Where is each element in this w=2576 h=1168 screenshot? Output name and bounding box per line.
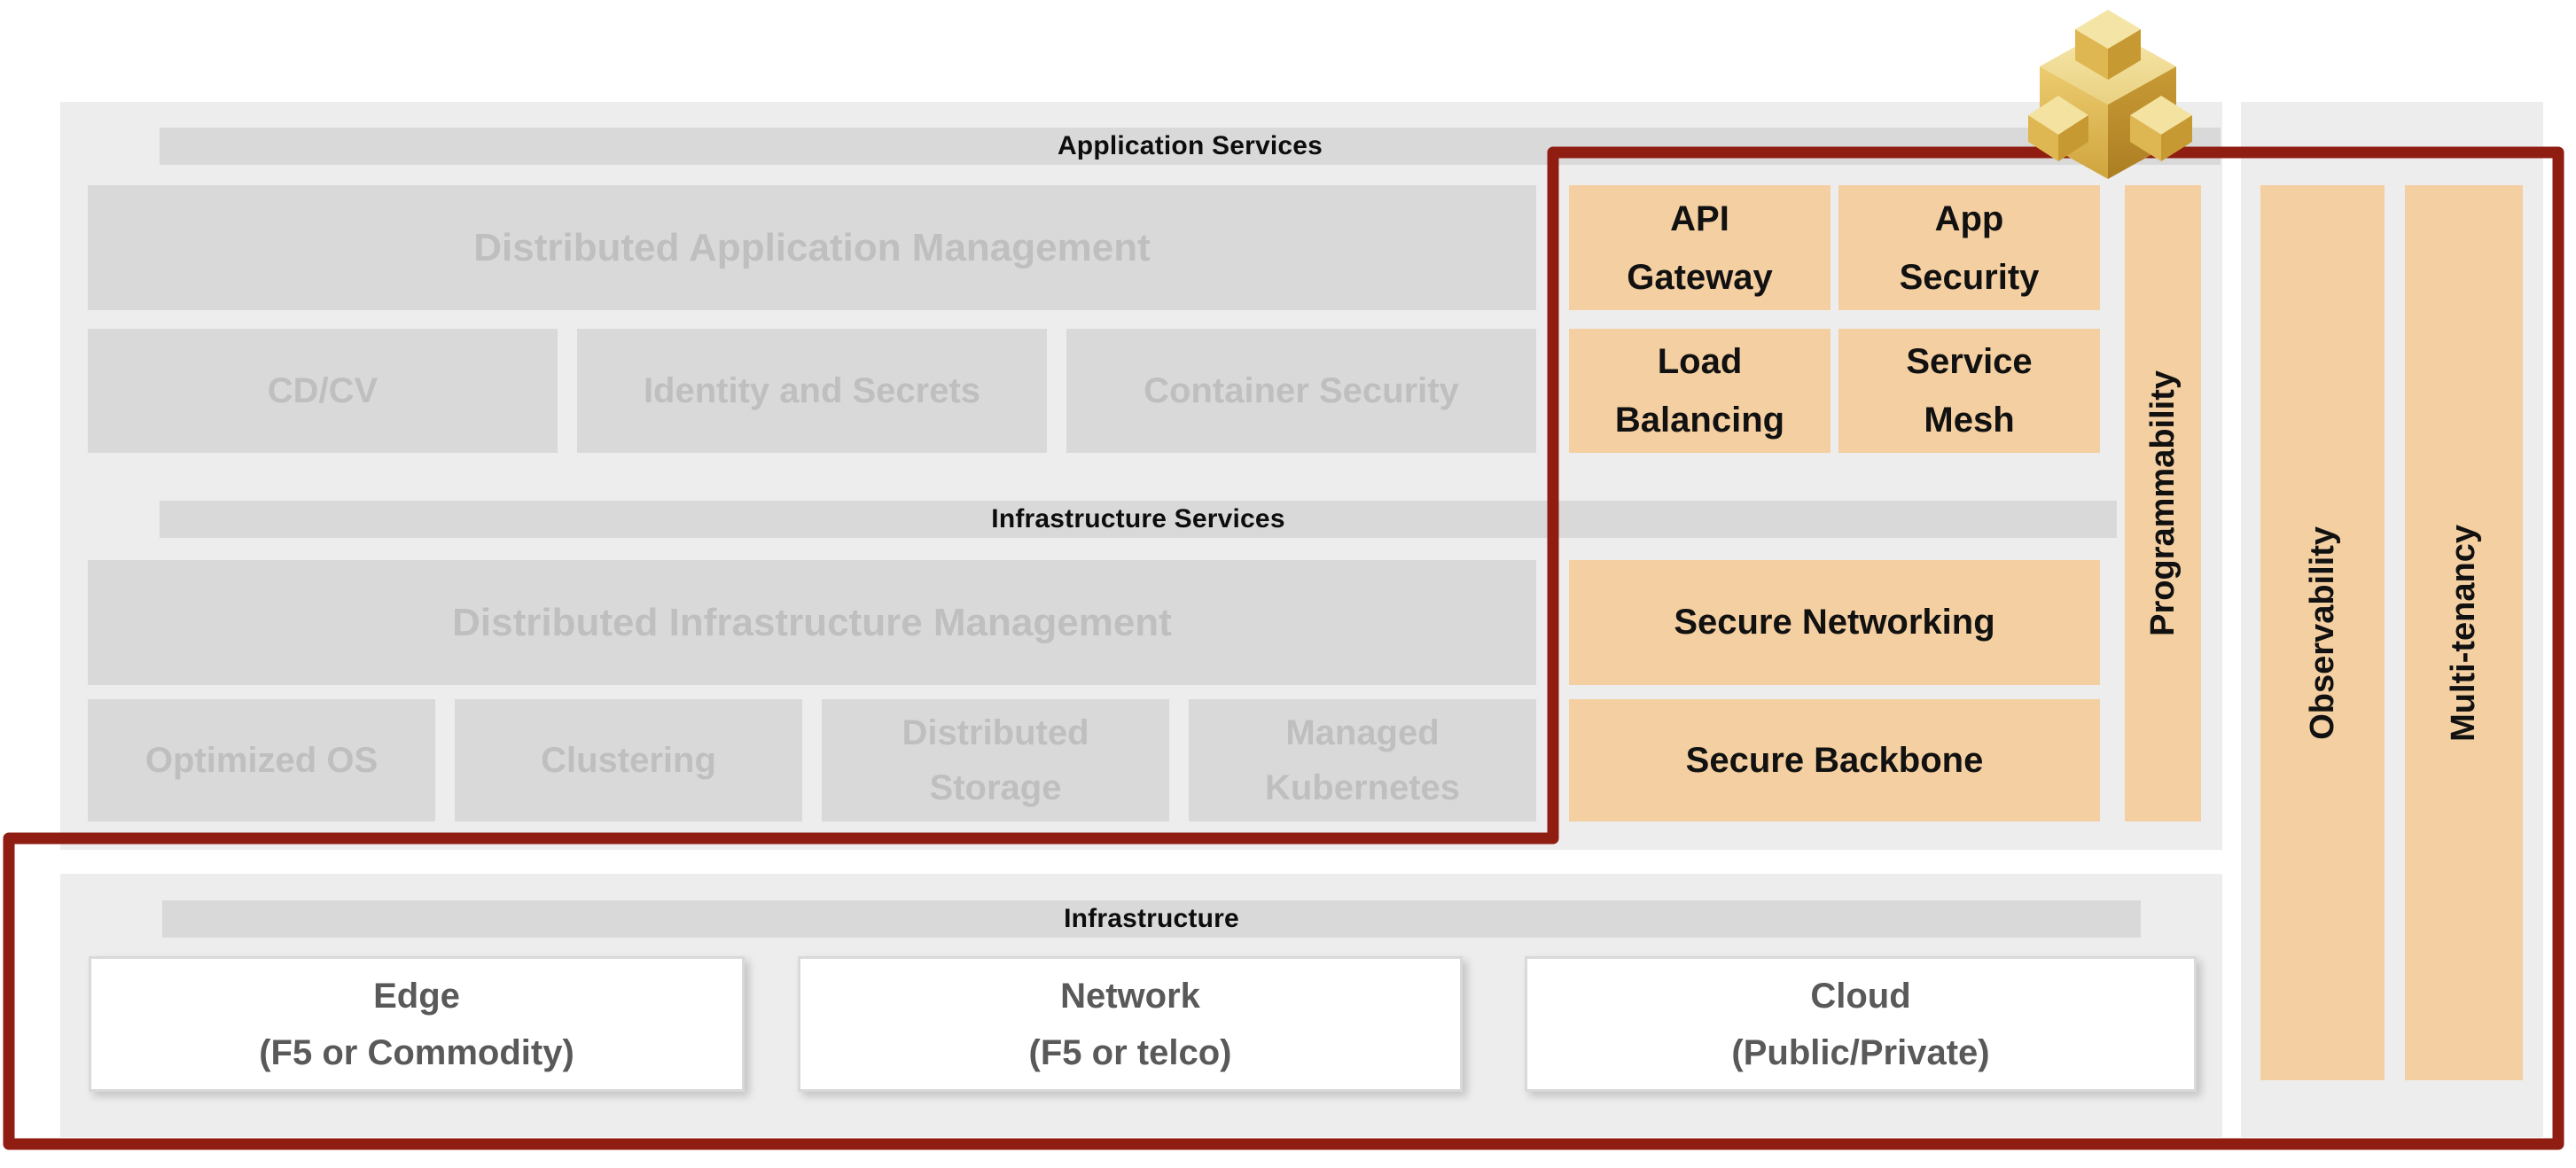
distributed-storage-box: Distributed Storage: [822, 699, 1169, 821]
infrastructure-header: Infrastructure: [162, 900, 2141, 938]
cdcv-box: CD/CV: [88, 329, 558, 453]
application-services-header: Application Services: [160, 128, 2221, 165]
optimized-os-box: Optimized OS: [88, 699, 435, 821]
secure-backbone-box: Secure Backbone: [1569, 699, 2100, 821]
container-security-box: Container Security: [1066, 329, 1536, 453]
service-mesh-box: Service Mesh: [1838, 329, 2100, 453]
secure-networking-box: Secure Networking: [1569, 560, 2100, 685]
distributed-infrastructure-management-box: Distributed Infrastructure Management: [88, 560, 1536, 685]
edge-box: Edge (F5 or Commodity): [89, 956, 745, 1092]
api-gateway-box: API Gateway: [1569, 185, 1831, 310]
app-security-box: App Security: [1838, 185, 2100, 310]
network-box: Network (F5 or telco): [798, 956, 1463, 1092]
multi-tenancy-bar: Multi-tenancy: [2405, 185, 2523, 1080]
infrastructure-services-header: Infrastructure Services: [160, 501, 2117, 538]
observability-bar: Observability: [2260, 185, 2385, 1080]
programmability-bar: Programmability: [2125, 185, 2201, 821]
managed-kubernetes-box: Managed Kubernetes: [1189, 699, 1536, 821]
load-balancing-box: Load Balancing: [1569, 329, 1831, 453]
gold-cubes-icon: [2028, 10, 2192, 179]
cloud-box: Cloud (Public/Private): [1525, 956, 2197, 1092]
identity-and-secrets-box: Identity and Secrets: [577, 329, 1047, 453]
infrastructure-services-header-label: Infrastructure Services: [991, 504, 1285, 533]
application-services-header-label: Application Services: [1057, 131, 1323, 160]
clustering-box: Clustering: [455, 699, 802, 821]
infrastructure-header-label: Infrastructure: [1064, 904, 1239, 933]
distributed-application-management-box: Distributed Application Management: [88, 185, 1536, 310]
